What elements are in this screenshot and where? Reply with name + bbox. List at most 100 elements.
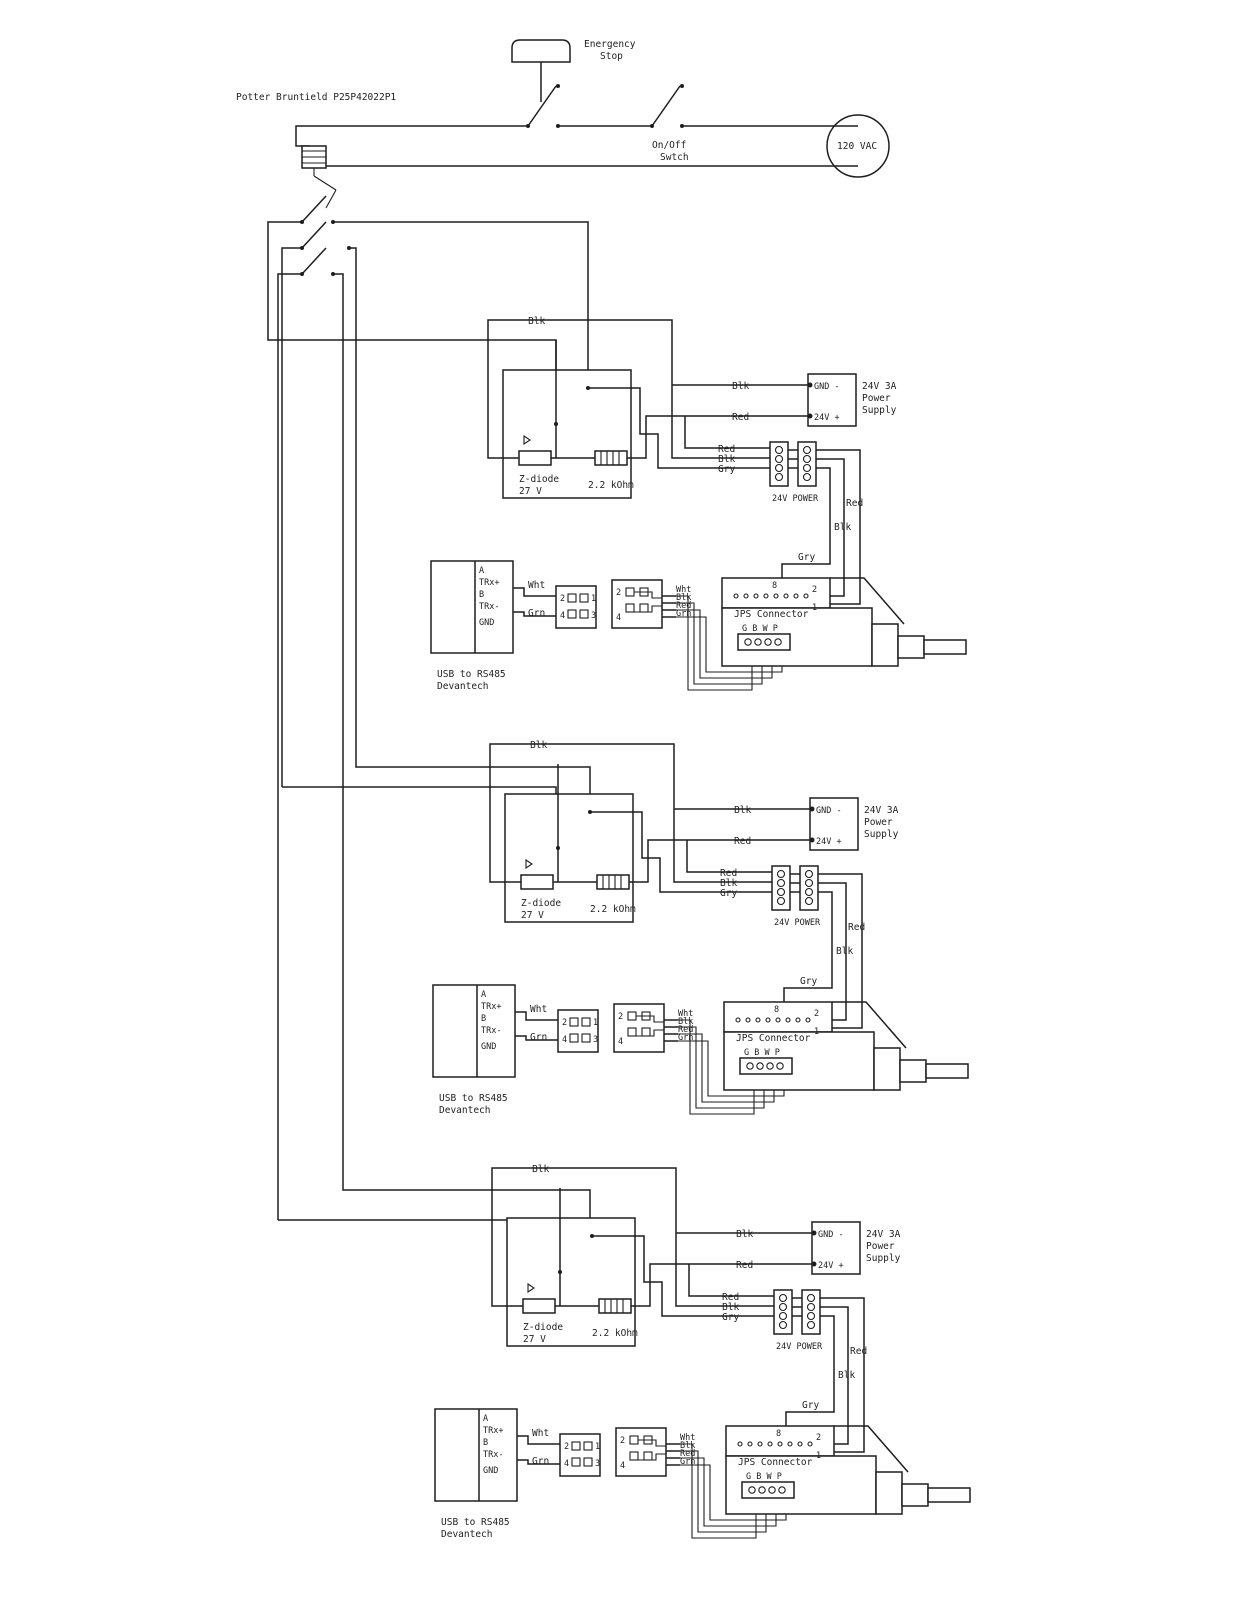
plug2-wire-grn: Grn	[676, 609, 691, 619]
rs485-pin-b: B	[483, 1438, 488, 1448]
wire-label-blk-top: Blk	[528, 316, 545, 327]
jps-pin-2: 2	[814, 1009, 819, 1019]
rs485-pin-trxm: TRx-	[479, 602, 499, 612]
wire-label-wht: Wht	[530, 1004, 547, 1015]
stage-1	[430, 319, 967, 691]
psu-name-3: Supply	[864, 829, 899, 840]
wire-label-gry-h: Gry	[798, 552, 815, 563]
wire-label-red: Red	[720, 868, 737, 879]
zener-label-1: Z-diode	[519, 474, 559, 485]
jps-connector-label: JPS Connector	[736, 1033, 811, 1044]
wire-label-grn: Grn	[530, 1032, 547, 1043]
plug2-pin-4: 4	[616, 613, 621, 623]
plug2-wire-red: Red	[680, 1449, 695, 1459]
psu-name-2: Power	[862, 393, 891, 404]
plug1-pin-3: 3	[593, 1035, 598, 1045]
wire-label-red-v: Red	[848, 922, 865, 933]
wire-label-gry: Gry	[720, 888, 737, 899]
rs485-pin-b: B	[481, 1014, 486, 1024]
plug2-pin-2: 2	[616, 588, 621, 598]
wire-label-blk-v: Blk	[836, 946, 853, 957]
rs485-name-1: USB to RS485	[437, 669, 506, 680]
jps-pin-2: 2	[816, 1433, 821, 1443]
plug2-pin-4: 4	[620, 1461, 625, 1471]
plug1-pin-4: 4	[562, 1035, 567, 1045]
power-connector-label: 24V POWER	[772, 494, 819, 504]
jps-gbwp: G B W P	[744, 1048, 780, 1058]
rs485-pin-trxp: TRx+	[481, 1002, 501, 1012]
wire-label-blk-psu: Blk	[736, 1229, 753, 1240]
wire-label-red-v: Red	[846, 498, 863, 509]
emergency-stop-label-2: Stop	[600, 51, 623, 62]
wire-label-grn: Grn	[528, 608, 545, 619]
rs485-pin-gnd: GND	[479, 618, 494, 628]
jps-pin-1: 1	[814, 1027, 819, 1037]
plug2-wire-wht: Wht	[676, 585, 691, 595]
rs485-pin-gnd: GND	[483, 1466, 498, 1476]
on-off-switch-label-1: On/Off	[652, 140, 686, 151]
jps-gbwp: G B W P	[742, 624, 778, 634]
wire-label-red-psu: Red	[736, 1260, 753, 1271]
psu-name-1: 24V 3A	[862, 381, 897, 392]
wire-label-blk-top: Blk	[532, 1164, 549, 1175]
plug1-pin-2: 2	[562, 1018, 567, 1028]
wire-label-blk-v: Blk	[834, 522, 851, 533]
psu-plus: 24V +	[816, 837, 842, 847]
jps-pin-1: 1	[812, 603, 817, 613]
power-connector-label: 24V POWER	[776, 1342, 823, 1352]
wire-label-red-v: Red	[850, 1346, 867, 1357]
plug2-wire-grn: Grn	[678, 1033, 693, 1043]
wire-label-blk: Blk	[718, 454, 735, 465]
rs485-name-1: USB to RS485	[439, 1093, 508, 1104]
on-off-switch-label-2: Swtch	[660, 152, 689, 163]
wire-label-blk-psu: Blk	[734, 805, 751, 816]
psu-plus: 24V +	[818, 1261, 844, 1271]
plug2-wire-red: Red	[678, 1025, 693, 1035]
psu-gnd: GND -	[814, 382, 840, 392]
rs485-pin-a: A	[479, 566, 484, 576]
plug2-wire-grn: Grn	[680, 1457, 695, 1467]
wire-label-grn: Grn	[532, 1456, 549, 1467]
plug1-pin-4: 4	[560, 611, 565, 621]
wire-label-blk: Blk	[720, 878, 737, 889]
jps-connector-label: JPS Connector	[734, 609, 809, 620]
plug1-pin-2: 2	[560, 594, 565, 604]
resistor-label: 2.2 kOhm	[592, 1328, 638, 1339]
relay-model-label: Potter Bruntield P25P42022P1	[236, 92, 396, 103]
jps-gbwp: G B W P	[746, 1472, 782, 1482]
zener-label-2: 27 V	[521, 910, 544, 921]
stage-3	[434, 1167, 971, 1539]
psu-name-1: 24V 3A	[864, 805, 899, 816]
jps-pin-1: 1	[816, 1451, 821, 1461]
plug2-wire-blk: Blk	[678, 1017, 693, 1027]
rs485-pin-trxp: TRx+	[483, 1426, 503, 1436]
wire-label-blk-v: Blk	[838, 1370, 855, 1381]
rs485-pin-b: B	[479, 590, 484, 600]
plug1-pin-4: 4	[564, 1459, 569, 1469]
mains-label: 120 VAC	[837, 141, 877, 152]
wire-label-wht: Wht	[532, 1428, 549, 1439]
jps-pin-2: 2	[812, 585, 817, 595]
zener-label-1: Z-diode	[521, 898, 561, 909]
wire-label-red-psu: Red	[734, 836, 751, 847]
wire-label-gry-h: Gry	[800, 976, 817, 987]
wire-label-red: Red	[722, 1292, 739, 1303]
plug1-pin-1: 1	[595, 1442, 600, 1452]
plug1-pin-2: 2	[564, 1442, 569, 1452]
wire-label-red-psu: Red	[732, 412, 749, 423]
plug2-pin-4: 4	[618, 1037, 623, 1047]
wire-label-blk: Blk	[722, 1302, 739, 1313]
wire-label-blk-top: Blk	[530, 740, 547, 751]
wire-label-red: Red	[718, 444, 735, 455]
rs485-pin-a: A	[483, 1414, 488, 1424]
zener-label-2: 27 V	[519, 486, 542, 497]
psu-name-3: Supply	[866, 1253, 901, 1264]
rs485-name-2: Devantech	[441, 1529, 492, 1540]
psu-name-3: Supply	[862, 405, 897, 416]
mains-source	[826, 114, 890, 178]
rs485-pin-trxp: TRx+	[479, 578, 499, 588]
power-input-section: Energency Stop Potter Bruntield P25P4202…	[236, 39, 890, 1236]
plug1-pin-1: 1	[591, 594, 596, 604]
stage-3-labels: Blk Blk Red Red Blk Gry GND - 24V + 24V …	[441, 1164, 901, 1540]
wire-label-wht: Wht	[528, 580, 545, 591]
